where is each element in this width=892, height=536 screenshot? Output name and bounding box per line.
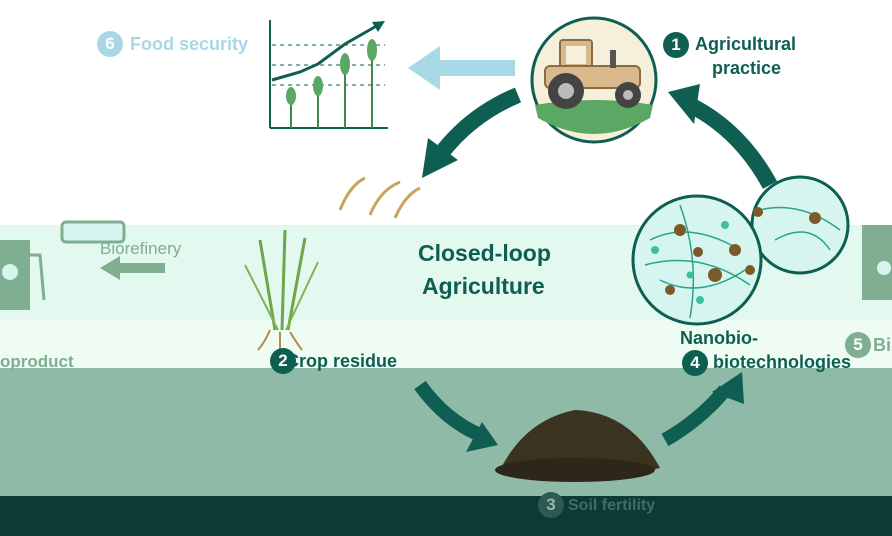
rice-plant-icon [244,176,421,351]
step-3-badge: 3 [538,492,564,518]
food-security-label: Food security [130,34,249,54]
center-title-line2: Agriculture [422,273,545,299]
arrow-to-byproduct [100,256,165,280]
byproduct-label: oproduct [0,352,74,371]
biotechnologies-label: biotechnologies [713,352,852,372]
band-dark [0,496,892,536]
step-5-badge: 5 [845,332,871,358]
arrow-residue-to-soil [414,380,483,442]
step-4-badge: 4 [682,350,708,376]
bioenergy-label: Bi [873,335,891,355]
nano-network-icon [631,175,850,326]
arrow-soil-to-nano [661,385,731,447]
band-lightmint [0,320,892,368]
arrow-practice-to-residue [433,87,522,160]
agricultural-label: Agricultural [695,34,797,54]
step-2-badge: 2 [270,348,296,374]
tractor-icon [530,16,658,144]
step-1-badge: 1 [663,32,689,58]
biorefinery-label: Biorefinery [100,239,182,258]
step-6-badge: 6 [97,31,123,57]
center-title-line1: Closed-loop [418,240,551,266]
band-sage [0,368,892,496]
practice-label: practice [712,58,782,78]
soil-pile-icon [495,410,660,482]
arrow-nano-to-practice [686,97,778,189]
growth-chart-icon [269,20,388,129]
fuel-pump-icon [0,220,892,310]
arrow-to-food-security [408,46,515,90]
crop-residue-label: Crop residue [286,351,398,371]
soil-fertility-label: Soil fertility [568,497,656,514]
nanobio-label: Nanobio- [680,328,758,348]
